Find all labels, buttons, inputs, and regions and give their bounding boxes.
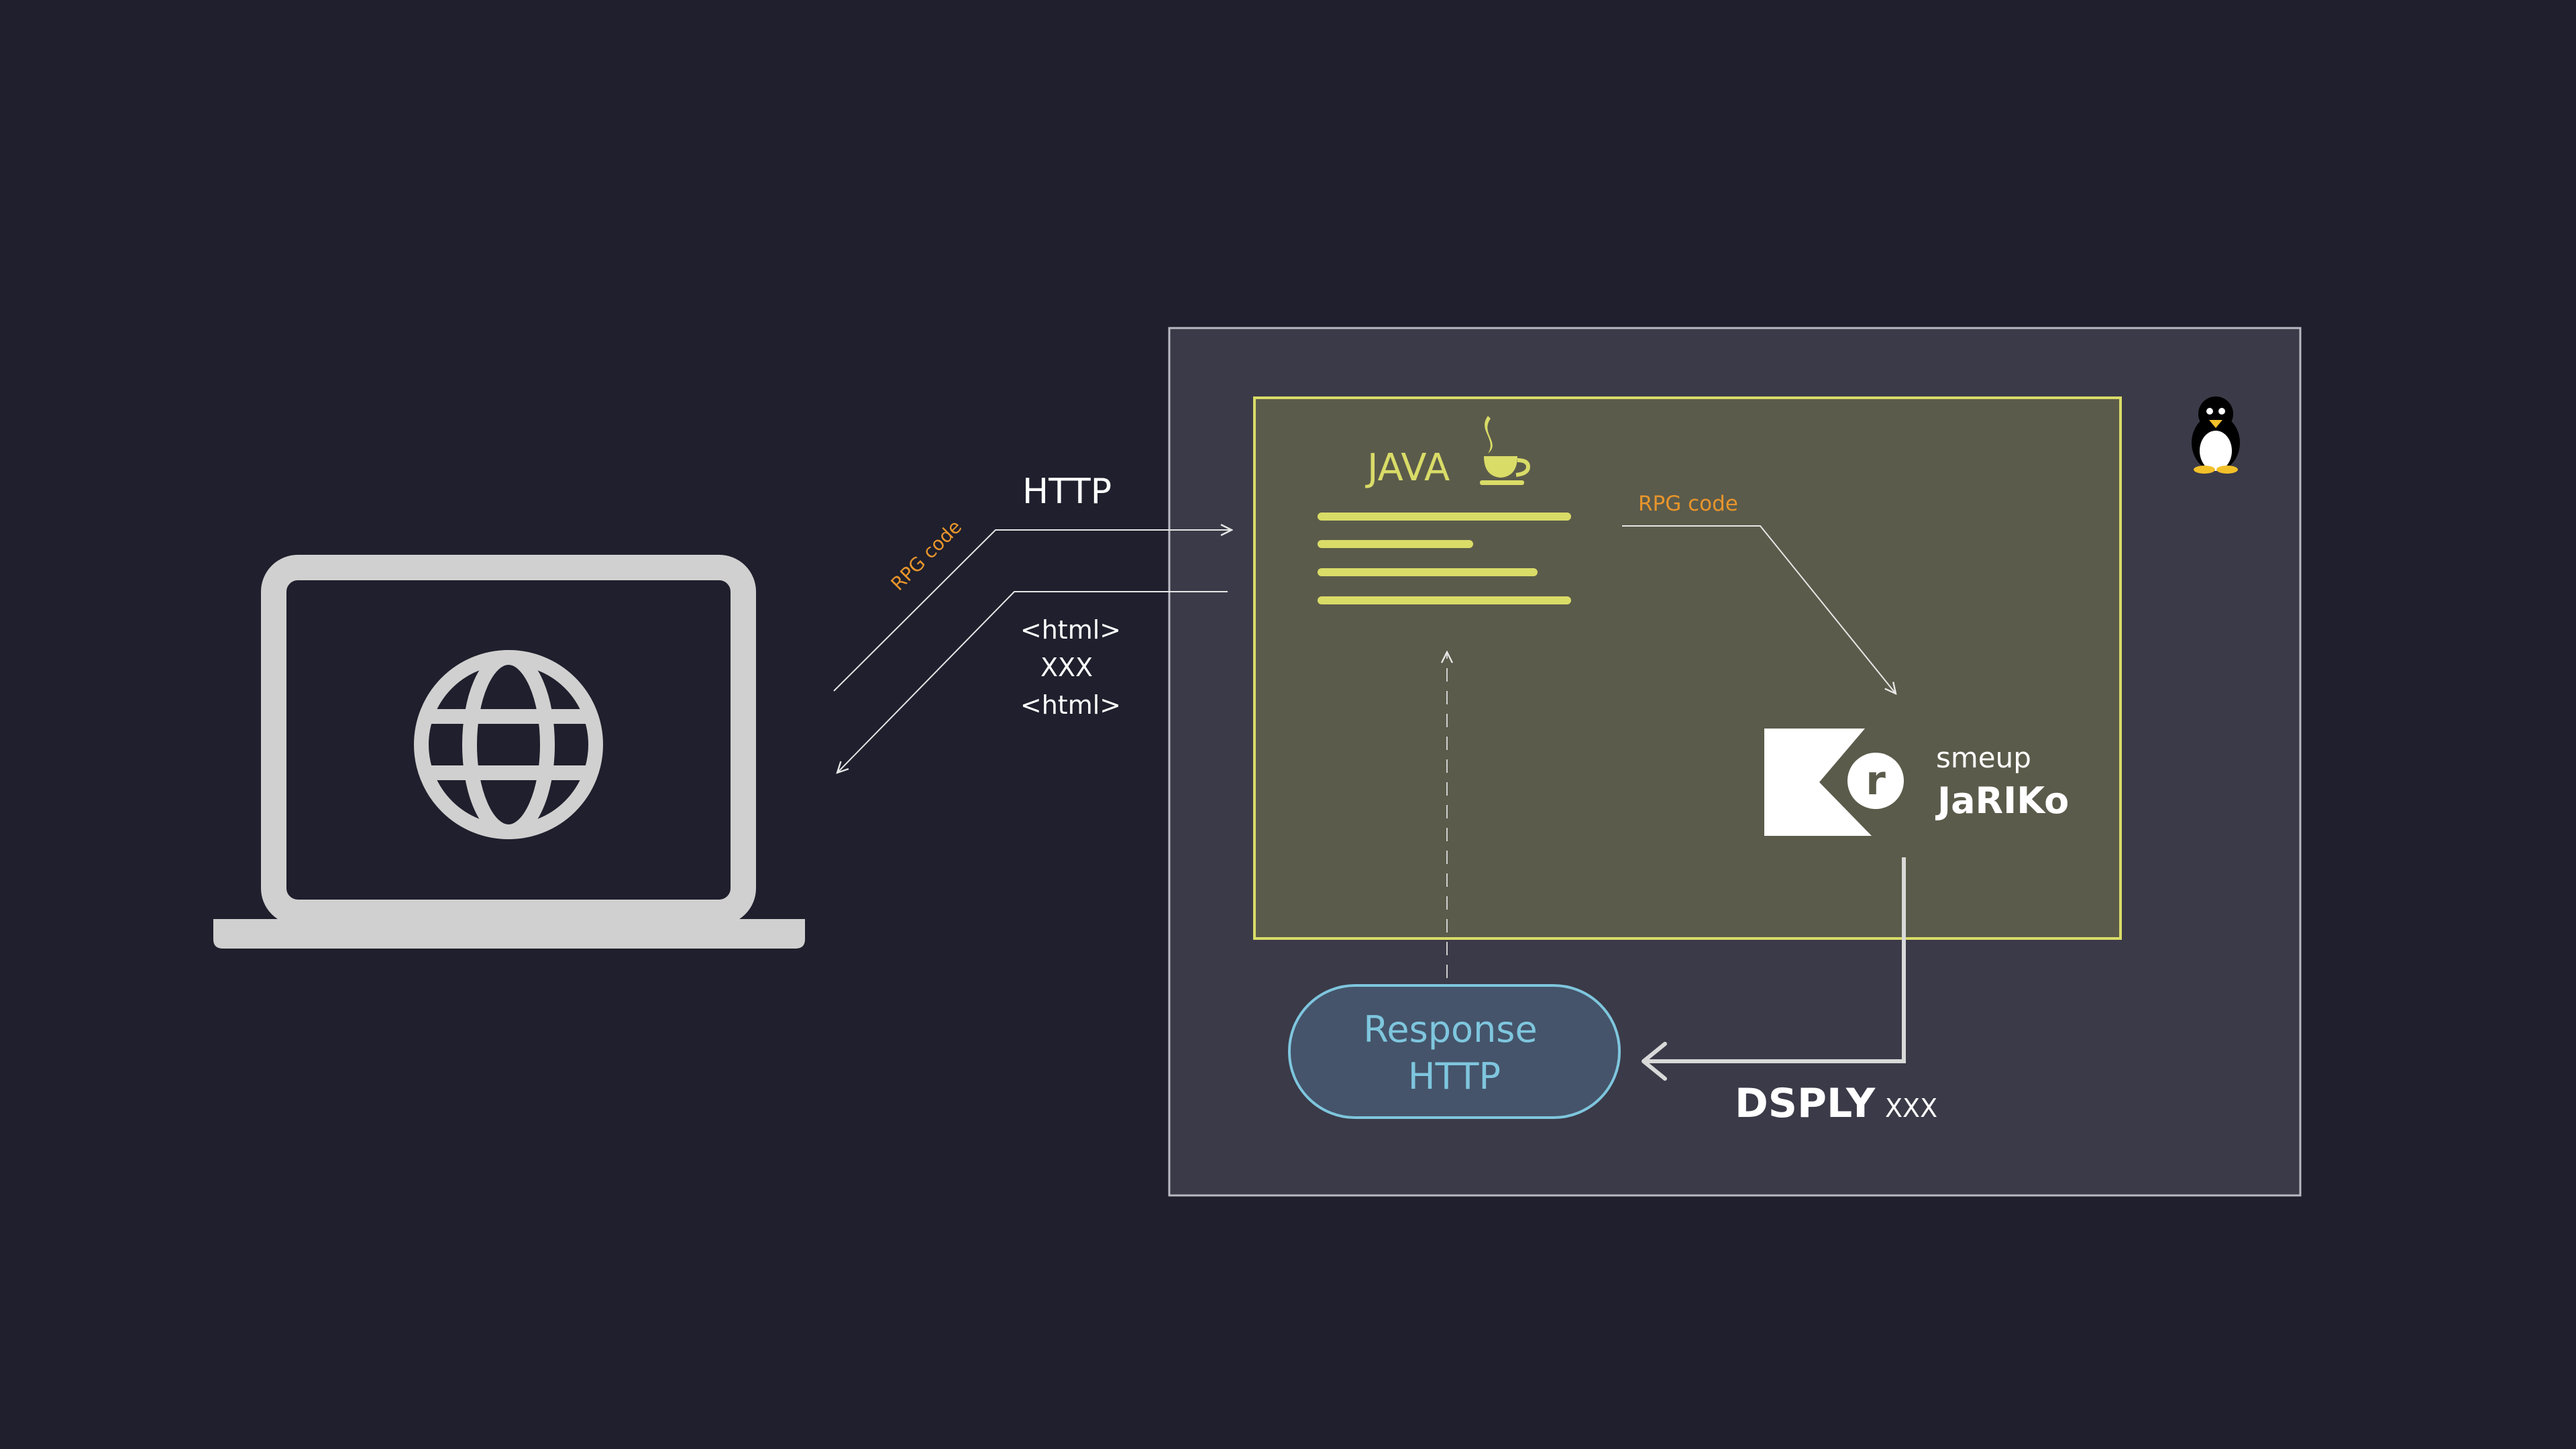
html-open-label: <html> (1020, 615, 1121, 645)
jariko-logo-icon: r (1764, 729, 1904, 836)
http-response-arrow (837, 591, 1228, 773)
response-line2: HTTP (1408, 1055, 1501, 1097)
html-content-label: XXX (1040, 653, 1093, 682)
globe-icon (414, 650, 603, 839)
jariko-brand-name: JaRIKo (1935, 780, 2069, 822)
http-request-arrow (833, 530, 1232, 692)
jariko-to-response-arrow (1646, 857, 1906, 1063)
java-box (1253, 396, 2122, 940)
coffee-cup-icon (1480, 416, 1531, 485)
linux-penguin-icon (2192, 396, 2240, 474)
jariko-logo-letter: r (1866, 757, 1886, 804)
java-rpg-label: RPG code (1638, 492, 1738, 516)
dsply-value: XXX (1885, 1093, 1937, 1123)
dsply-keyword: DSPLY (1735, 1080, 1876, 1127)
jariko-brand-small: smeup (1936, 741, 2031, 774)
laptop-globe-icon (213, 555, 805, 949)
client-rpg-label: RPG code (887, 516, 966, 595)
jariko-to-response-arrowhead (1642, 1042, 1667, 1081)
response-http-pill (1288, 984, 1621, 1119)
java-to-jariko-arrow (1622, 525, 1896, 694)
html-close-label: <html> (1020, 690, 1121, 720)
http-request-label: HTTP (1022, 472, 1112, 512)
code-lines (1318, 513, 1571, 604)
java-label: JAVA (1365, 446, 1450, 490)
response-line1: Response (1363, 1008, 1537, 1051)
